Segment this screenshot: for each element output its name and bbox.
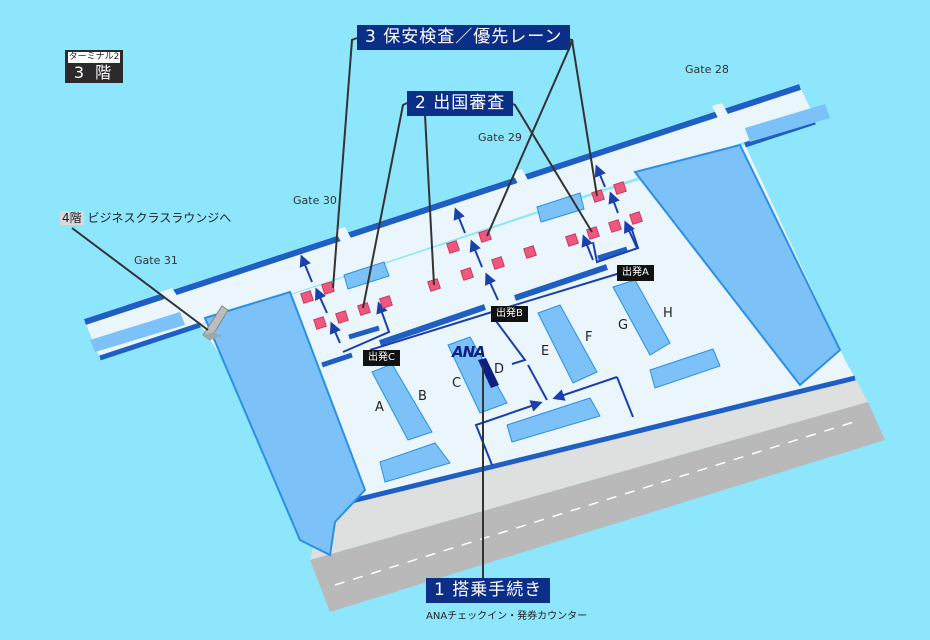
counter-G	[612, 279, 671, 356]
sidewalk	[310, 378, 868, 560]
checkpoint-marker	[379, 295, 393, 309]
divider-bar	[321, 352, 353, 368]
gate-30-label: Gate 30	[293, 194, 337, 207]
counter-A	[371, 363, 433, 441]
lane-line	[592, 226, 640, 264]
terminal-name: ターミナル2	[68, 52, 120, 63]
checkpoint-marker	[460, 267, 474, 281]
right-building-block	[633, 143, 842, 387]
lane-arrow	[314, 287, 328, 314]
terminal-floor-badge: ターミナル2 3 階	[65, 50, 123, 83]
counter-bottom-3	[649, 348, 721, 389]
checkpoint-marker	[629, 211, 643, 225]
checkpoint-marker	[491, 256, 505, 270]
divider-bar	[514, 264, 608, 301]
concourse-block-left	[90, 312, 185, 352]
checkpoint-marker	[300, 290, 314, 304]
departure-c-label: 出発C	[363, 350, 400, 366]
lane-arrow	[329, 321, 341, 344]
checkpoint-marker	[565, 233, 579, 247]
road	[310, 402, 885, 612]
callout-checkin: 1 搭乗手続き	[426, 578, 551, 603]
gate-28-label: Gate 28	[685, 63, 729, 76]
counter-C	[447, 336, 508, 414]
concourse-wall-lower-left	[99, 322, 201, 361]
checkpoint-marker	[313, 316, 327, 330]
checkpoint-marker	[608, 219, 622, 233]
checkpoint-marker	[357, 302, 371, 316]
counter-label-f: F	[585, 330, 593, 345]
ana-logo: ANA	[452, 343, 486, 361]
lane-line	[474, 400, 543, 466]
gate-29-opening	[512, 169, 528, 184]
checkpoint-marker	[523, 245, 537, 259]
counter-label-h: H	[663, 306, 673, 321]
lane-arrow	[469, 239, 483, 268]
escalator-icon	[202, 305, 229, 341]
divider-bar	[597, 246, 628, 261]
hall-bottom-wall	[322, 375, 856, 511]
concourse-wall	[84, 84, 801, 325]
lounge-label: ビジネスクラスラウンジへ	[87, 211, 232, 225]
divider-bar	[379, 304, 486, 346]
counter-label-a: A	[375, 400, 384, 415]
lounge-floor: 4階	[60, 211, 84, 225]
checkpoint-marker	[446, 240, 460, 254]
lane-arrow	[485, 272, 499, 301]
floor-number: 3 階	[73, 63, 115, 82]
gate-28-opening	[712, 103, 728, 118]
counter-label-e: E	[541, 344, 550, 359]
lane-arrow	[594, 164, 606, 188]
checkpoint-markers	[300, 181, 643, 330]
departure-a-label: 出発A	[617, 265, 654, 281]
lane-arrow	[299, 254, 313, 283]
concourse-block-right	[745, 104, 830, 142]
concourse-floor	[85, 87, 815, 358]
gate-31-opening	[160, 288, 180, 304]
divider-bar	[348, 325, 380, 340]
ana-logo-stripe	[478, 358, 499, 388]
lane-arrow	[608, 191, 620, 214]
counter-bottom-2	[506, 397, 601, 443]
lane-line	[552, 376, 618, 401]
lounge-direction: 4階 ビジネスクラスラウンジへ	[60, 209, 231, 226]
road-lane-marking	[334, 419, 861, 586]
lane-line	[527, 364, 548, 401]
lane-line	[342, 301, 391, 353]
gate-30-opening	[335, 227, 352, 244]
checkin-subtitle: ANAチェックイン・発券カウンター	[426, 611, 588, 622]
counter-bottom-1	[379, 442, 451, 483]
counter-label-g: G	[618, 318, 629, 333]
departure-b-label: 出発B	[491, 306, 528, 322]
left-building-block	[203, 290, 367, 557]
lane-arrow	[581, 234, 594, 261]
lane-arrow	[453, 207, 466, 234]
callout-immigration: 2 出国審査	[407, 91, 514, 116]
lane-line	[616, 376, 634, 418]
gate-29-label: Gate 29	[478, 131, 522, 144]
checkpoint-marker	[335, 310, 349, 324]
lane-line	[492, 316, 527, 365]
counter-E	[537, 304, 598, 384]
counter-label-d: D	[494, 362, 505, 377]
lane-arrow	[624, 220, 638, 249]
callout-security-check: 3 保安検査／優先レーン	[357, 25, 571, 50]
counter-label-b: B	[418, 389, 427, 404]
counter-label-c: C	[452, 376, 462, 391]
checkpoint-marker	[613, 181, 627, 195]
gate-31-label: Gate 31	[134, 254, 178, 267]
